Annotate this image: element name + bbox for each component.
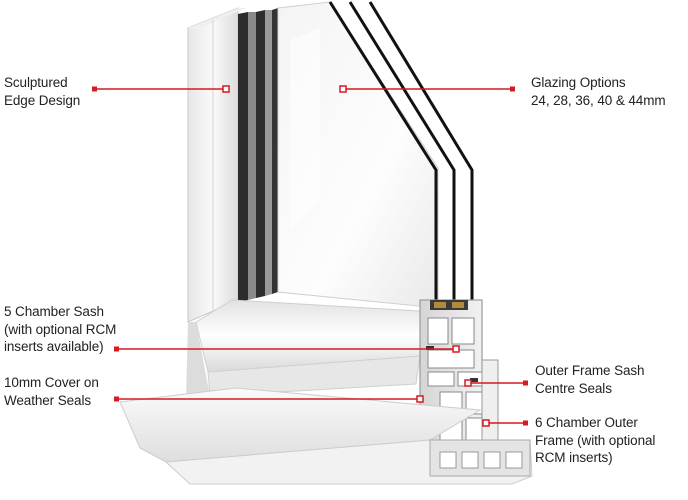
label-5-chamber-sash: 5 Chamber Sash (with optional RCM insert… (4, 303, 116, 356)
label-line: Outer Frame Sash (535, 362, 644, 380)
label-line: 10mm Cover on (4, 374, 99, 392)
outer-frame-jamb (188, 8, 246, 322)
label-line: 6 Chamber Outer (535, 414, 655, 432)
label-10mm-cover: 10mm Cover on Weather Seals (4, 374, 99, 409)
label-sculptured-edge-design: Sculptured Edge Design (4, 74, 80, 109)
label-line: RCM inserts) (535, 449, 655, 467)
label-line: inserts available) (4, 338, 116, 356)
label-line: Sculptured (4, 74, 80, 92)
label-line: Frame (with optional (535, 432, 655, 450)
label-line: (with optional RCM (4, 321, 116, 339)
label-line: Glazing Options (531, 74, 665, 92)
label-outer-frame-sash-seals: Outer Frame Sash Centre Seals (535, 362, 644, 397)
label-line: Edge Design (4, 92, 80, 110)
label-6-chamber-outer-frame: 6 Chamber Outer Frame (with optional RCM… (535, 414, 655, 467)
label-line: Weather Seals (4, 392, 99, 410)
glazing-spacer-bars (238, 8, 278, 302)
label-line: 24, 28, 36, 40 & 44mm (531, 92, 665, 110)
sash-bottom-bead (186, 300, 436, 400)
label-line: Centre Seals (535, 380, 644, 398)
label-glazing-options: Glazing Options 24, 28, 36, 40 & 44mm (531, 74, 665, 109)
label-line: 5 Chamber Sash (4, 303, 116, 321)
